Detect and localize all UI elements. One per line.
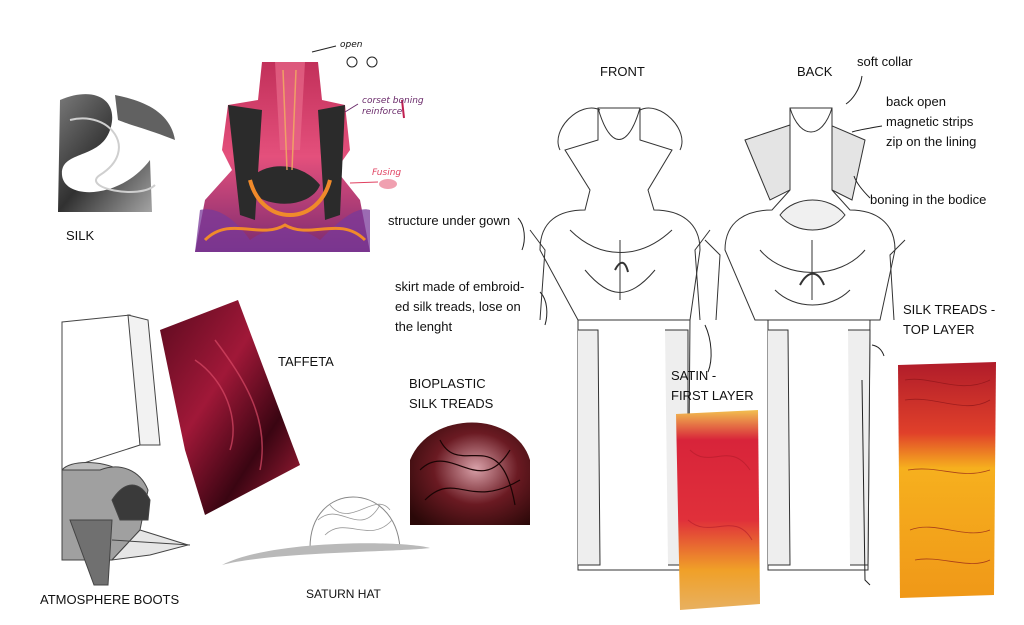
bodice-print bbox=[195, 62, 370, 252]
silk-treads-label: SILK TREADS - TOP LAYER bbox=[903, 300, 995, 340]
saturn-hat-sketch bbox=[222, 497, 430, 565]
silk-label: SILK bbox=[66, 226, 94, 246]
front-label: FRONT bbox=[600, 62, 645, 82]
taffeta-swatch bbox=[160, 300, 300, 515]
back-open-label: back open magnetic strips zip on the lin… bbox=[886, 92, 976, 152]
bioplastic-swatch bbox=[410, 420, 530, 525]
skirt-label: skirt made of embroid- ed silk treads, l… bbox=[395, 277, 524, 337]
taffeta-label: TAFFETA bbox=[278, 352, 334, 372]
open-note: open bbox=[340, 40, 362, 50]
boning-label: boning in the bodice bbox=[870, 190, 986, 210]
saturn-hat-label: SATURN HAT bbox=[306, 584, 381, 604]
satin-swatch bbox=[676, 410, 760, 610]
soft-collar-label: soft collar bbox=[857, 52, 913, 72]
structure-label: structure under gown bbox=[388, 211, 510, 231]
bioplastic-label: BIOPLASTIC SILK TREADS bbox=[409, 374, 493, 414]
silk-swatch bbox=[58, 90, 175, 212]
silk-treads-swatch bbox=[898, 362, 996, 598]
atmosphere-boots-label: ATMOSPHERE BOOTS bbox=[40, 590, 179, 610]
corset-note: corset boning reinforce bbox=[362, 96, 424, 118]
satin-label: SATIN - FIRST LAYER bbox=[671, 366, 754, 406]
back-label: BACK bbox=[797, 62, 832, 82]
fusing-note: Fusing bbox=[372, 168, 401, 178]
